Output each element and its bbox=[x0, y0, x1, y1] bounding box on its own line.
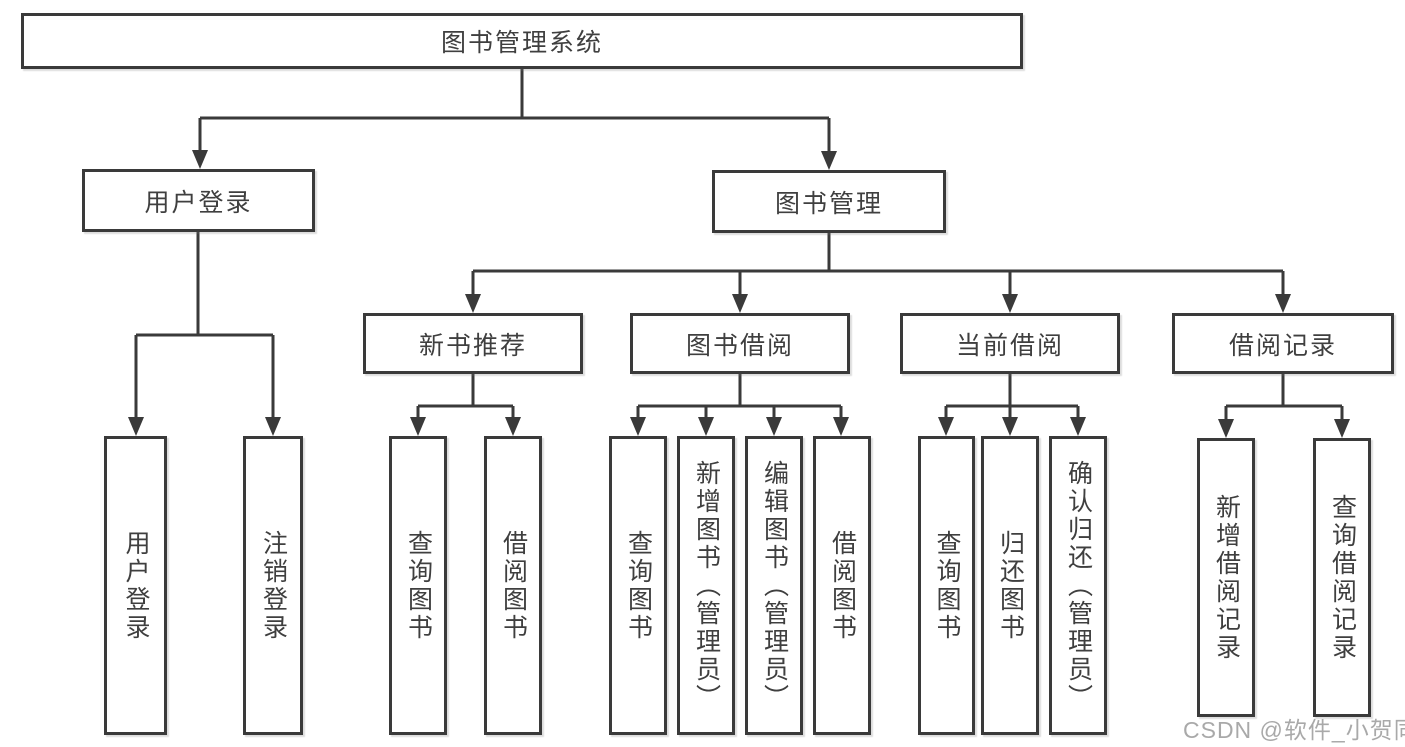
connector-book-borrow-to-leaves bbox=[636, 374, 843, 418]
leaf-user-login: 用户登录 bbox=[104, 436, 167, 735]
node-new-book-recommend: 新书推荐 bbox=[363, 313, 583, 374]
node-book-management: 图书管理 bbox=[712, 170, 946, 233]
leaf-confirm-return-admin: 确认归还（管理员） bbox=[1049, 436, 1107, 735]
leaf-logout: 注销登录 bbox=[243, 436, 303, 735]
arrowheads-level3 bbox=[465, 294, 1291, 313]
leaf-borrow-books: 借阅图书 bbox=[813, 436, 871, 735]
connector-new-book-to-leaves bbox=[416, 374, 515, 418]
node-root-library-management-system: 图书管理系统 bbox=[21, 13, 1023, 69]
leaf-edit-book-admin: 编辑图书（管理员） bbox=[745, 436, 803, 735]
leaf-add-borrow-record: 新增借阅记录 bbox=[1197, 438, 1255, 717]
connector-user-login-to-leaves bbox=[134, 232, 275, 418]
node-current-borrow: 当前借阅 bbox=[900, 313, 1120, 374]
arrowheads-borrow-record bbox=[1218, 419, 1350, 438]
leaf-add-book-admin: 新增图书（管理员） bbox=[677, 436, 735, 735]
arrowheads-current-borrow bbox=[938, 417, 1086, 436]
leaf-query-books-recommend: 查询图书 bbox=[389, 436, 447, 735]
arrowheads-level2 bbox=[192, 150, 837, 170]
connector-current-borrow-to-leaves bbox=[944, 374, 1080, 418]
leaf-borrow-books-recommend: 借阅图书 bbox=[484, 436, 542, 735]
node-user-login: 用户登录 bbox=[82, 169, 315, 232]
arrowheads-book-borrow bbox=[630, 417, 849, 436]
leaf-query-books-current: 查询图书 bbox=[918, 436, 975, 735]
leaf-return-books: 归还图书 bbox=[981, 436, 1039, 735]
leaf-query-books-borrow: 查询图书 bbox=[609, 436, 667, 735]
node-borrow-record: 借阅记录 bbox=[1172, 313, 1394, 374]
leaf-query-borrow-record: 查询借阅记录 bbox=[1313, 438, 1371, 717]
connector-book-management-to-level3 bbox=[471, 233, 1285, 295]
arrowheads-user-login bbox=[128, 417, 281, 436]
connector-root-to-level2 bbox=[198, 69, 831, 152]
arrowheads-new-book bbox=[410, 417, 521, 436]
node-book-borrow: 图书借阅 bbox=[630, 313, 850, 374]
connector-borrow-record-to-leaves bbox=[1224, 374, 1344, 420]
csdn-watermark: CSDN @软件_小贺同学 bbox=[1183, 717, 1405, 743]
